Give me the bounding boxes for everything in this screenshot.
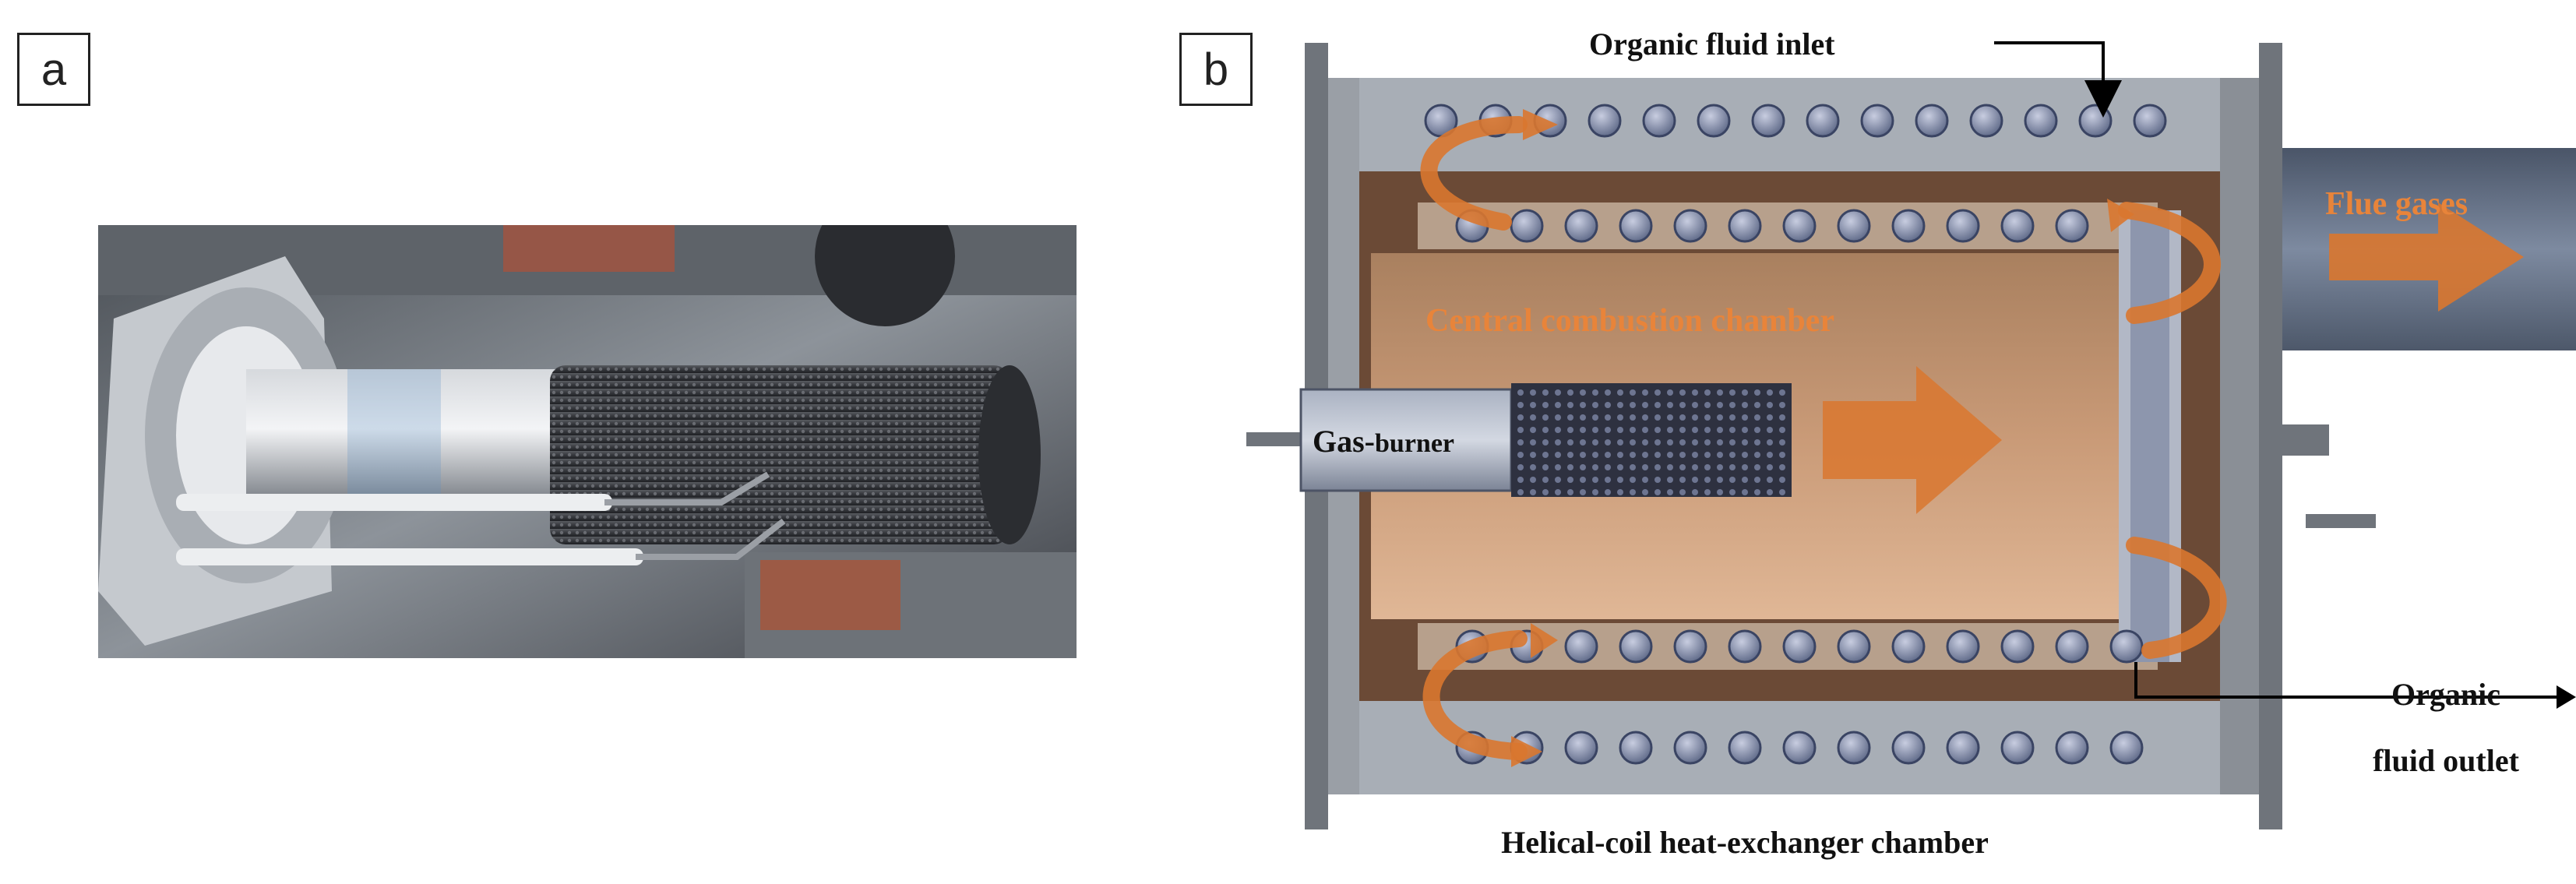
burner-photo: [98, 225, 1077, 658]
label-gas-burner: Gas-burner: [1313, 424, 1454, 459]
burner-mesh: [1511, 383, 1792, 497]
flow-arrows: [1420, 116, 2227, 760]
outlet-line: [2134, 662, 2571, 699]
outlet-arrowhead: [2557, 685, 2576, 709]
inlet-arrow: [1994, 41, 2122, 118]
label-organic-outlet-2: fluid outlet: [2373, 743, 2519, 778]
label-organic-fluid-inlet: Organic fluid inlet: [1589, 26, 1835, 62]
panel-label-a: a: [17, 33, 90, 106]
combustion-arrow: [1823, 366, 2002, 514]
heat-exchanger-schematic: Organic fluid inlet Flue gases Central c…: [1246, 26, 2576, 860]
right-flange: [2259, 43, 2282, 829]
coil-row-top-inner: [1455, 209, 2089, 243]
label-central-combustion-chamber: Central combustion chamber: [1425, 303, 1834, 339]
label-flue-gases: Flue gases: [2325, 186, 2468, 222]
flue-arrow: [2329, 203, 2524, 312]
label-helical-coil-chamber: Helical-coil heat-exchanger chamber: [1501, 825, 1989, 860]
label-organic-outlet-1: Organic: [2391, 677, 2500, 712]
panel-label-b: b: [1179, 33, 1253, 106]
